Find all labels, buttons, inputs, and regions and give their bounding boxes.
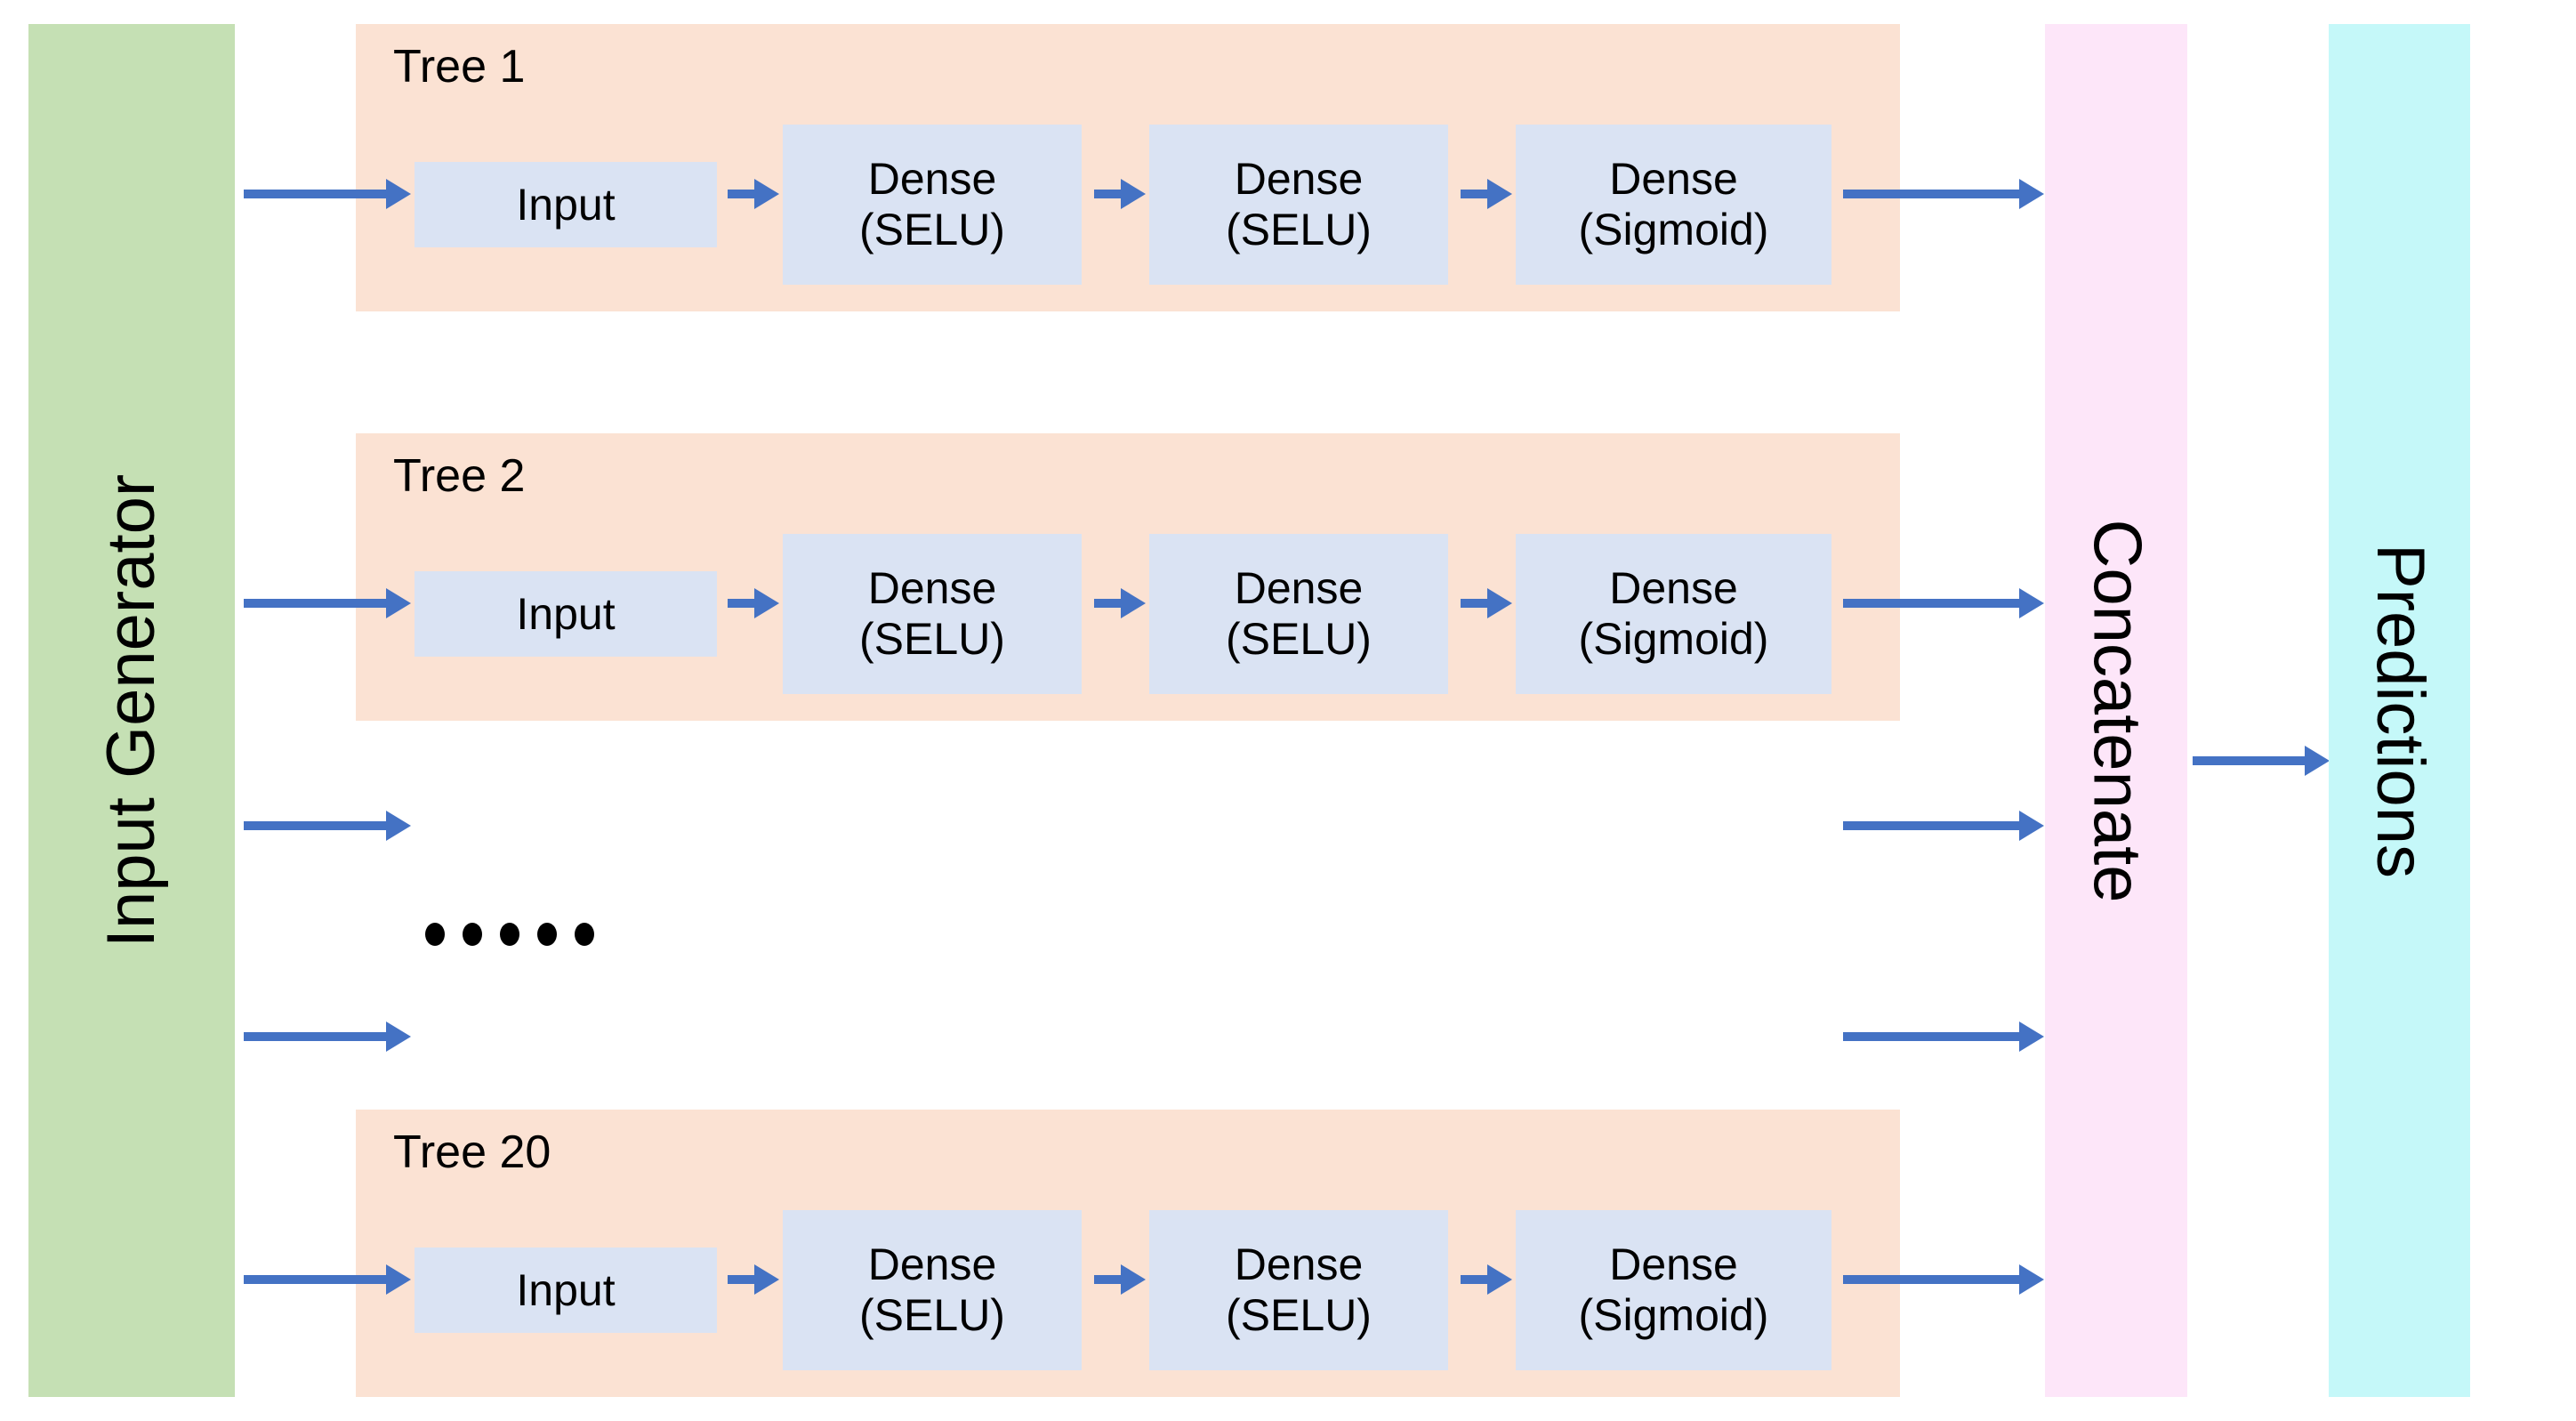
tree-20-input-box[interactable]: Input [415,1247,717,1333]
ellipsis-dot [537,923,557,946]
tree-20-dense-1-box[interactable]: Dense (SELU) [783,1210,1082,1370]
tree-1-dense-2-label-line1: Dense [1234,154,1364,204]
arrow-tree-2-dense-2-to-dense-3 [1461,599,1489,608]
tree-20-dense-3-box[interactable]: Dense (Sigmoid) [1516,1210,1831,1370]
concatenate-label: Concatenate [2079,519,2154,902]
tree-title-2: Tree 2 [393,450,526,502]
ellipsis-dot [500,923,519,946]
arrow-generator-to-tree-20-input [244,1275,388,1284]
tree-1-dense-3-label-line2: (Sigmoid) [1578,205,1769,254]
tree-20-dense-2-box[interactable]: Dense (SELU) [1149,1210,1448,1370]
tree-20-input-label-line1: Input [516,1264,616,1315]
concatenate-block: Concatenate [2045,24,2187,1397]
tree-title-1: Tree 1 [393,41,526,93]
ellipsis-dot [425,923,445,946]
arrow-generator-to-skipped-trees-upper [244,821,388,830]
arrow-skipped-trees-upper-to-concatenate [1843,821,2021,830]
arrow-tree-2-input-to-dense-1 [728,599,756,608]
tree-panel-1: Tree 1 Input Dense (SELU) Dense (SELU) D… [356,24,1900,311]
arrow-generator-to-tree-1-input [244,190,388,198]
arrow-tree-20-input-to-dense-1 [728,1275,756,1284]
arrow-tree-1-output-to-concatenate [1843,190,2021,198]
tree-1-dense-1-label-line1: Dense [867,154,997,204]
tree-1-input-box[interactable]: Input [415,162,717,247]
tree-2-dense-1-label-line1: Dense [867,563,997,613]
tree-panel-20: Tree 20 Input Dense (SELU) Dense (SELU) … [356,1110,1900,1397]
tree-20-dense-2-label-line2: (SELU) [1226,1290,1372,1340]
tree-20-dense-3-label-line2: (Sigmoid) [1578,1290,1769,1340]
tree-20-dense-1-label-line2: (SELU) [859,1290,1005,1340]
tree-2-dense-3-label-line1: Dense [1609,563,1738,613]
tree-2-dense-1-label-line2: (SELU) [859,614,1005,664]
tree-1-dense-1-label-line2: (SELU) [859,205,1005,254]
arrow-tree-20-output-to-concatenate [1843,1275,2021,1284]
tree-1-dense-2-label-line2: (SELU) [1226,205,1372,254]
tree-panel-2: Tree 2 Input Dense (SELU) Dense (SELU) D… [356,433,1900,721]
ellipsis-dots [425,923,594,946]
tree-20-dense-2-label-line1: Dense [1234,1239,1364,1289]
arrow-tree-2-output-to-concatenate [1843,599,2021,608]
tree-2-dense-2-label-line2: (SELU) [1226,614,1372,664]
tree-20-dense-3-label-line1: Dense [1609,1239,1738,1289]
tree-1-input-label-line1: Input [516,179,616,230]
tree-2-dense-3-box[interactable]: Dense (Sigmoid) [1516,534,1831,694]
arrow-generator-to-tree-2-input [244,599,388,608]
tree-2-dense-3-label-line2: (Sigmoid) [1578,614,1769,664]
arrow-tree-20-dense-2-to-dense-3 [1461,1275,1489,1284]
arrow-skipped-trees-lower-to-concatenate [1843,1032,2021,1041]
tree-title-20: Tree 20 [393,1126,551,1178]
arrow-tree-1-dense-1-to-dense-2 [1094,190,1123,198]
arrow-tree-2-dense-1-to-dense-2 [1094,599,1123,608]
tree-2-input-box[interactable]: Input [415,571,717,657]
tree-20-dense-1-label-line1: Dense [867,1239,997,1289]
tree-2-input-label-line1: Input [516,588,616,639]
ellipsis-dot [575,923,594,946]
tree-2-dense-1-box[interactable]: Dense (SELU) [783,534,1082,694]
input-generator-block: Input Generator [28,24,235,1397]
tree-1-dense-3-box[interactable]: Dense (Sigmoid) [1516,125,1831,285]
predictions-label: Predictions [2362,543,2438,878]
tree-1-dense-2-box[interactable]: Dense (SELU) [1149,125,1448,285]
ellipsis-dot [463,923,482,946]
tree-1-dense-3-label-line1: Dense [1609,154,1738,204]
tree-2-dense-2-box[interactable]: Dense (SELU) [1149,534,1448,694]
arrow-generator-to-skipped-trees-lower [244,1032,388,1041]
arrow-tree-1-dense-2-to-dense-3 [1461,190,1489,198]
input-generator-label: Input Generator [93,473,169,948]
arrow-concatenate-to-predictions [2193,756,2306,765]
arrow-tree-1-input-to-dense-1 [728,190,756,198]
predictions-block: Predictions [2329,24,2470,1397]
tree-1-dense-1-box[interactable]: Dense (SELU) [783,125,1082,285]
arrow-tree-20-dense-1-to-dense-2 [1094,1275,1123,1284]
tree-2-dense-2-label-line1: Dense [1234,563,1364,613]
